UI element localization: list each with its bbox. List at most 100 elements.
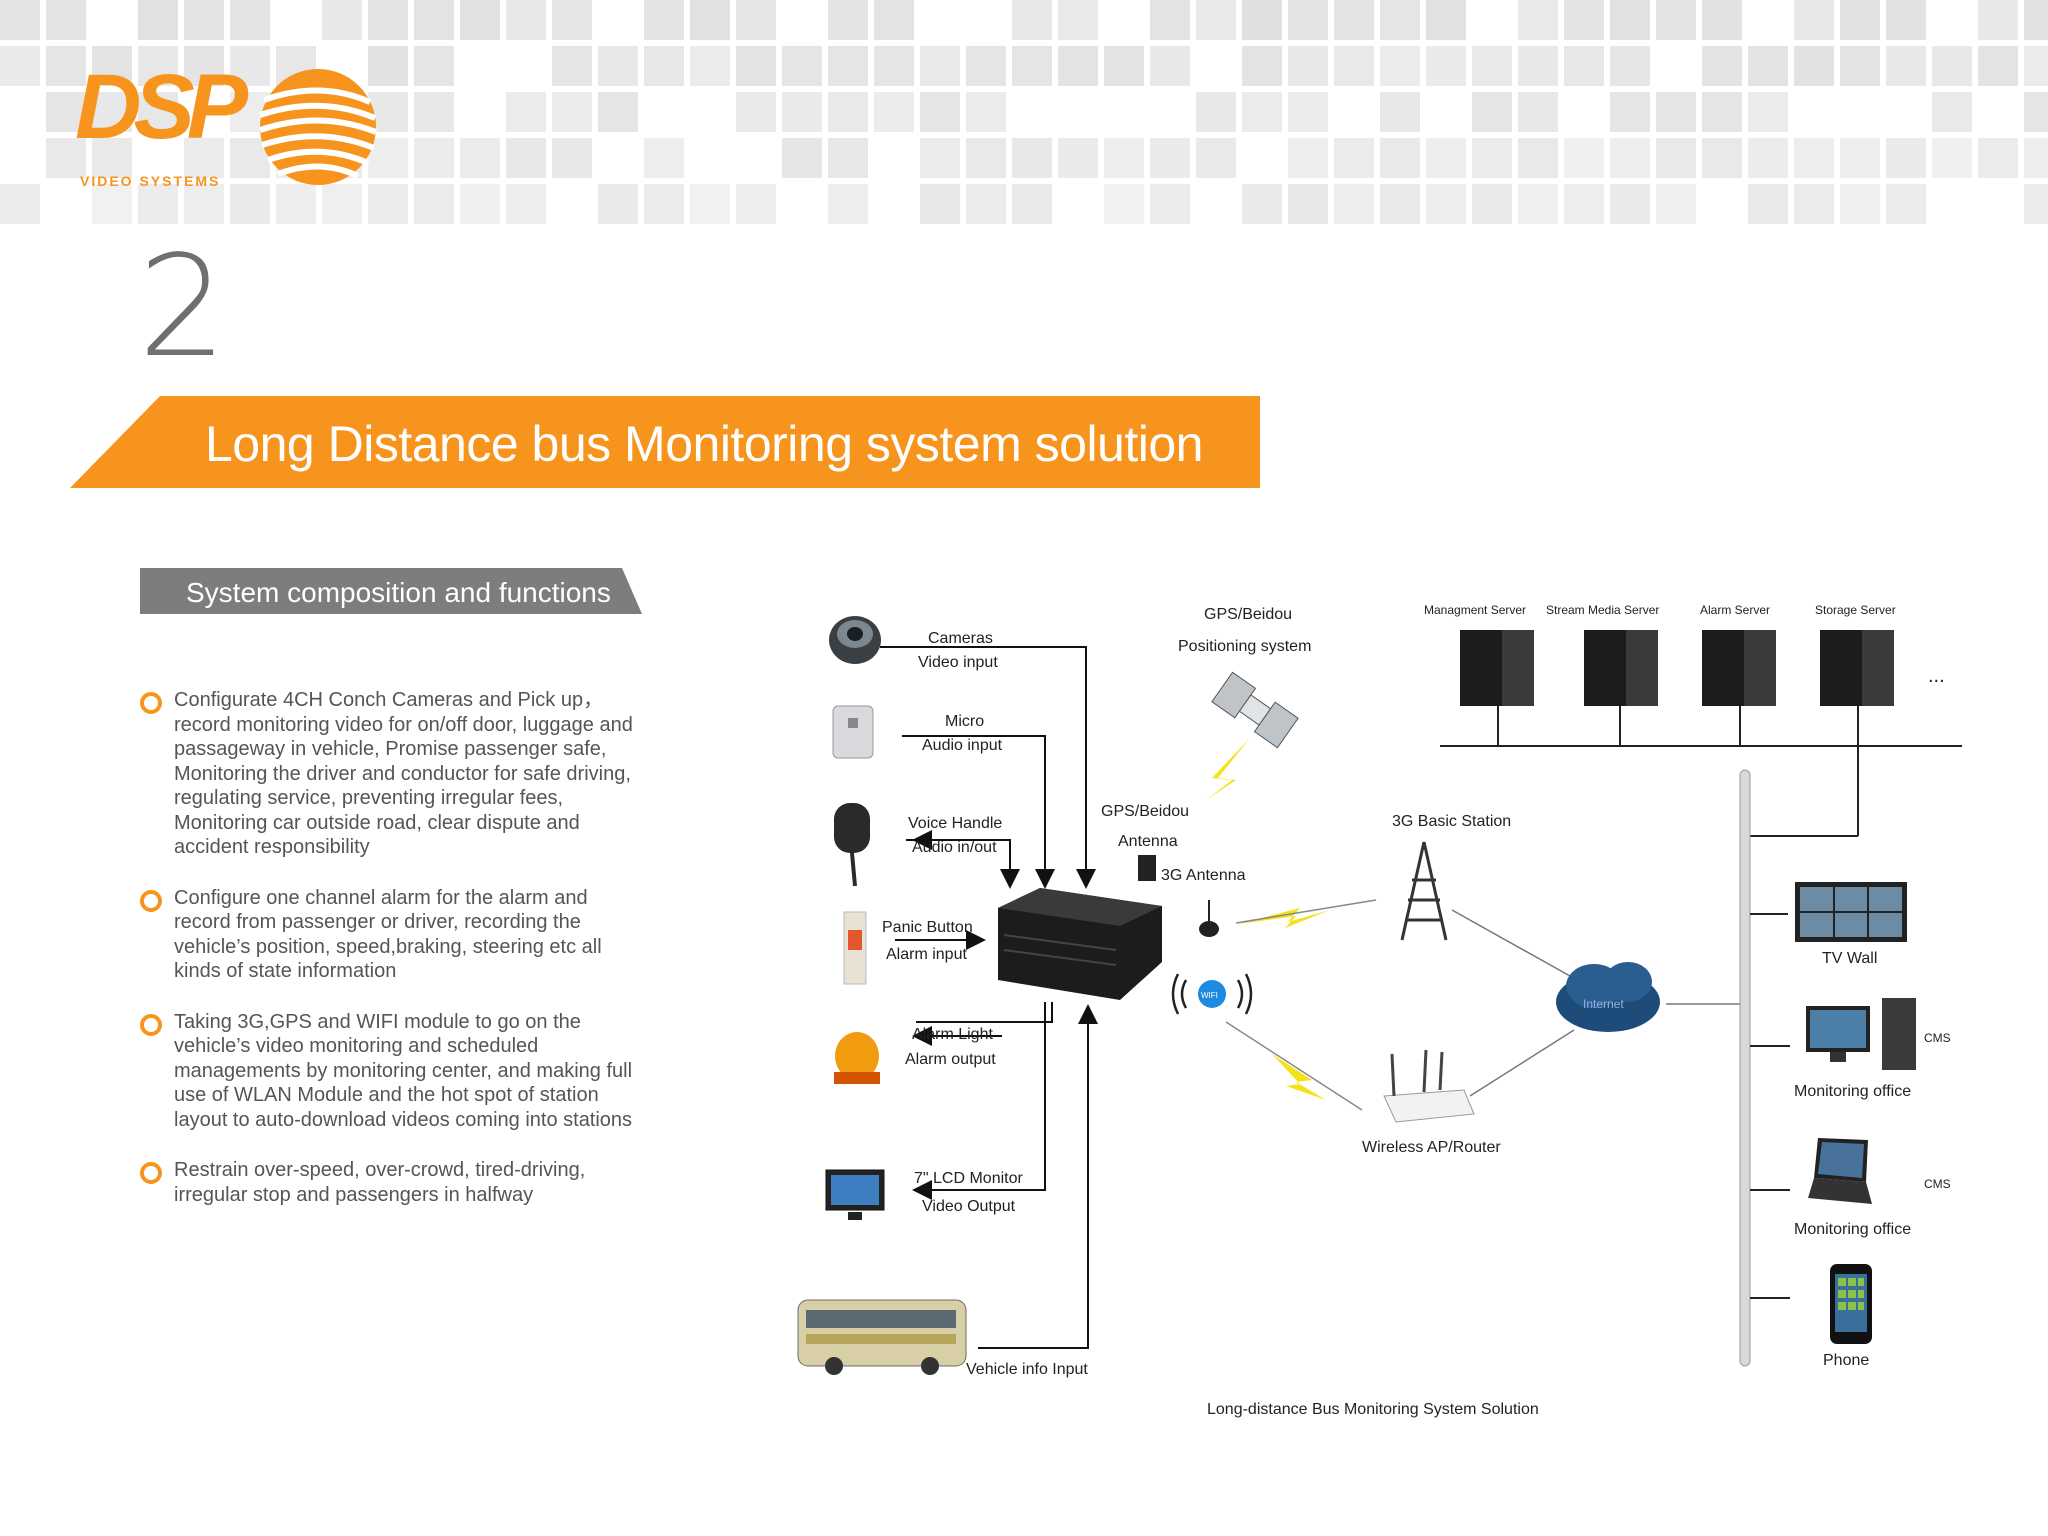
pattern-square bbox=[414, 0, 454, 40]
pattern-square bbox=[1104, 46, 1144, 86]
pattern-square bbox=[1196, 138, 1236, 178]
pattern-square bbox=[1702, 0, 1742, 40]
server-label: Alarm Server bbox=[1700, 603, 1770, 617]
pattern-square bbox=[874, 92, 914, 132]
pattern-square bbox=[1380, 46, 1420, 86]
pattern-square bbox=[276, 184, 316, 224]
server-label: Stream Media Server bbox=[1546, 603, 1659, 617]
pattern-square bbox=[1932, 138, 1972, 178]
cameras-desc: Video input bbox=[918, 654, 998, 671]
pattern-square bbox=[1472, 46, 1512, 86]
lcd-monitor-icon bbox=[825, 1169, 885, 1220]
3g-antenna-icon bbox=[1199, 900, 1219, 937]
pattern-square bbox=[1196, 0, 1236, 40]
pattern-square bbox=[1702, 138, 1742, 178]
pattern-square bbox=[1012, 138, 1052, 178]
pattern-square bbox=[184, 138, 224, 178]
feature-text: Configurate 4CH Conch Cameras and Pick u… bbox=[174, 689, 633, 858]
pattern-square bbox=[1380, 138, 1420, 178]
svg-text:DSP: DSP bbox=[75, 60, 249, 158]
pattern-square bbox=[1242, 46, 1282, 86]
pattern-square bbox=[1656, 138, 1696, 178]
pattern-square bbox=[46, 138, 86, 178]
servers-more: ... bbox=[1928, 665, 1945, 687]
pattern-square bbox=[46, 92, 86, 132]
list-item: Restrain over-speed, over-crowd, tired-d… bbox=[140, 1158, 640, 1207]
pattern-square bbox=[1380, 0, 1420, 40]
server-label: Managment Server bbox=[1424, 603, 1526, 617]
pattern-square bbox=[1656, 184, 1696, 224]
pattern-square bbox=[552, 0, 592, 40]
server-icon bbox=[1584, 630, 1658, 706]
pattern-square bbox=[644, 184, 684, 224]
cell-tower-icon bbox=[1400, 841, 1448, 941]
pattern-square bbox=[1012, 46, 1052, 86]
pattern-square bbox=[1886, 184, 1926, 224]
pattern-square bbox=[552, 92, 592, 132]
title-banner bbox=[70, 396, 1260, 488]
pattern-square bbox=[1702, 92, 1742, 132]
pattern-square bbox=[1564, 46, 1604, 86]
pattern-square bbox=[1886, 46, 1926, 86]
pattern-square bbox=[1196, 92, 1236, 132]
pattern-square bbox=[138, 0, 178, 40]
pattern-square bbox=[0, 46, 40, 86]
pattern-square bbox=[1794, 184, 1834, 224]
pattern-square bbox=[46, 46, 86, 86]
bullet-ring-icon bbox=[140, 1013, 162, 1036]
pattern-square bbox=[1748, 184, 1788, 224]
list-item: Taking 3G,GPS and WIFI module to go on t… bbox=[140, 1010, 640, 1133]
feature-text: Configure one channel alarm for the alar… bbox=[174, 886, 602, 983]
pattern-square bbox=[874, 0, 914, 40]
pattern-square bbox=[230, 46, 270, 86]
features-list: Configurate 4CH Conch Cameras and Pick u… bbox=[140, 688, 640, 1233]
pattern-square bbox=[1150, 0, 1190, 40]
section-tab bbox=[140, 568, 642, 614]
pattern-square bbox=[506, 0, 546, 40]
page-number: 2 bbox=[138, 226, 228, 389]
header-pixel-pattern bbox=[0, 0, 2048, 224]
3g-antenna-label: 3G Antenna bbox=[1161, 867, 1246, 884]
pattern-square bbox=[1334, 0, 1374, 40]
pattern-square bbox=[1564, 184, 1604, 224]
pattern-square bbox=[1288, 46, 1328, 86]
pattern-square bbox=[322, 184, 362, 224]
pattern-square bbox=[92, 138, 132, 178]
pattern-square bbox=[1426, 46, 1466, 86]
pattern-square bbox=[1748, 92, 1788, 132]
server-icon bbox=[1460, 630, 1534, 706]
pattern-square bbox=[828, 0, 868, 40]
pattern-square bbox=[1150, 46, 1190, 86]
pattern-square bbox=[1518, 0, 1558, 40]
pattern-square bbox=[1334, 184, 1374, 224]
pattern-square bbox=[598, 92, 638, 132]
pattern-square bbox=[874, 46, 914, 86]
pattern-square bbox=[920, 184, 960, 224]
pattern-square bbox=[1334, 46, 1374, 86]
list-item: Configure one channel alarm for the alar… bbox=[140, 886, 640, 984]
gps-antenna-icon bbox=[1138, 855, 1156, 881]
pattern-square bbox=[690, 0, 730, 40]
pattern-square bbox=[1288, 0, 1328, 40]
monitoring-office-label: Monitoring office bbox=[1794, 1221, 1911, 1238]
pattern-square bbox=[138, 92, 178, 132]
pattern-square bbox=[828, 92, 868, 132]
pattern-square bbox=[1794, 0, 1834, 40]
pattern-square bbox=[690, 184, 730, 224]
lightning-icon bbox=[1206, 738, 1250, 800]
pattern-square bbox=[1104, 184, 1144, 224]
cameras-label: Cameras bbox=[928, 630, 993, 647]
pattern-square bbox=[1702, 46, 1742, 86]
pattern-square bbox=[322, 0, 362, 40]
pattern-square bbox=[414, 138, 454, 178]
pattern-square bbox=[552, 138, 592, 178]
tv-wall-label: TV Wall bbox=[1822, 950, 1877, 967]
pattern-square bbox=[1656, 0, 1696, 40]
pattern-square bbox=[368, 0, 408, 40]
pattern-square bbox=[184, 0, 224, 40]
phone-label: Phone bbox=[1823, 1352, 1869, 1369]
pattern-square bbox=[2024, 46, 2048, 86]
list-item: Configurate 4CH Conch Cameras and Pick u… bbox=[140, 688, 640, 860]
pattern-square bbox=[1242, 0, 1282, 40]
